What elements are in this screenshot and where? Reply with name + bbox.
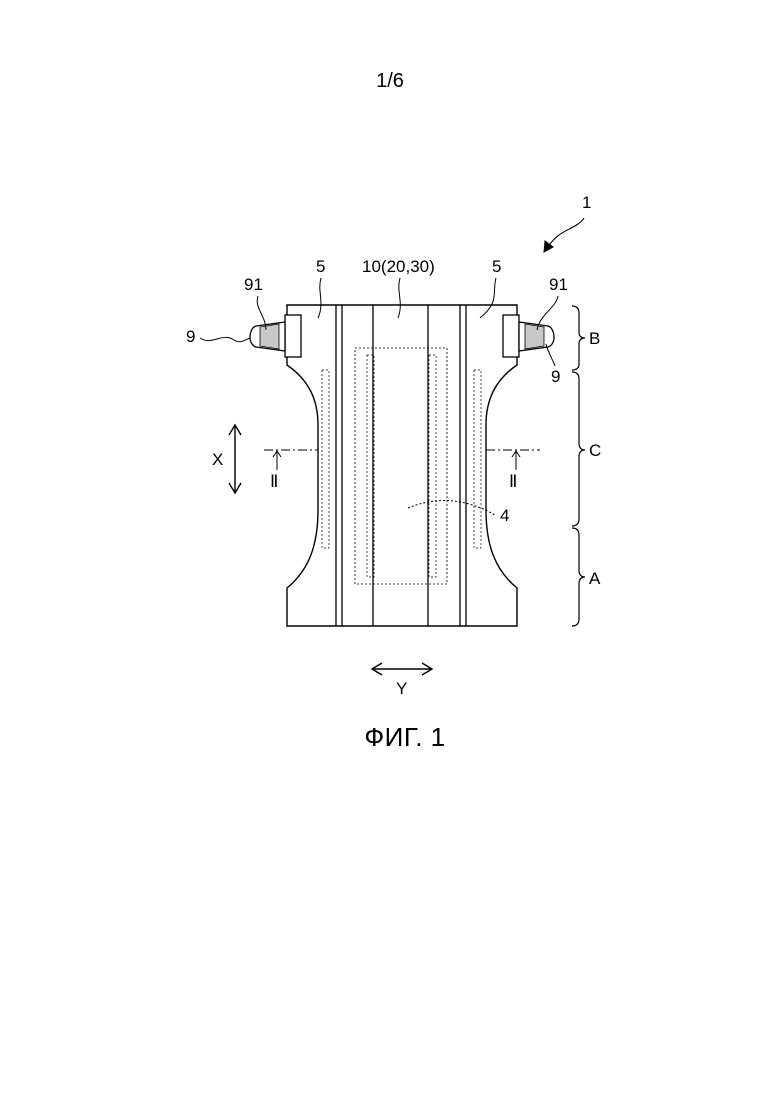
grip-right <box>525 324 544 349</box>
section-label-left: Ⅱ <box>270 472 278 491</box>
region-label-a: A <box>589 569 601 588</box>
tape-base-left <box>285 315 301 357</box>
leader-side-flap-left <box>318 278 321 318</box>
brace-b <box>572 306 585 370</box>
label-tape-left: 9 <box>186 327 195 346</box>
elastic-left-outer <box>322 370 329 548</box>
leader-tape-right <box>546 344 555 366</box>
label-product: 1 <box>582 193 591 212</box>
elastic-right-inner <box>429 355 436 577</box>
y-arrow-label: Y <box>396 679 407 698</box>
figure-caption: ФИГ. 1 <box>0 722 780 753</box>
leader-absorbent-body <box>408 501 495 515</box>
absorbent-body-outline <box>355 348 447 584</box>
label-tape-right: 9 <box>551 367 560 386</box>
tape-base-right <box>503 315 519 357</box>
brace-a <box>572 528 585 626</box>
leader-tape-left <box>200 337 250 341</box>
leader-side-flap-right <box>480 278 496 318</box>
label-absorbent-assembly: 10(20,30) <box>362 257 435 276</box>
x-arrow-label: X <box>212 450 223 469</box>
grip-left <box>260 324 279 349</box>
leader-product <box>548 218 584 247</box>
label-side-flap-left: 5 <box>316 257 325 276</box>
label-grip-left: 91 <box>244 275 263 294</box>
region-label-c: C <box>589 441 601 460</box>
diaper-outline <box>287 305 517 626</box>
label-side-flap-right: 5 <box>492 257 501 276</box>
brace-c <box>572 372 585 526</box>
label-grip-right: 91 <box>549 275 568 294</box>
leader-absorbent-assembly <box>398 278 400 318</box>
section-label-right: Ⅱ <box>509 472 517 491</box>
elastic-right-outer <box>474 370 481 548</box>
label-absorbent-body: 4 <box>500 506 509 525</box>
region-label-b: B <box>589 329 600 348</box>
